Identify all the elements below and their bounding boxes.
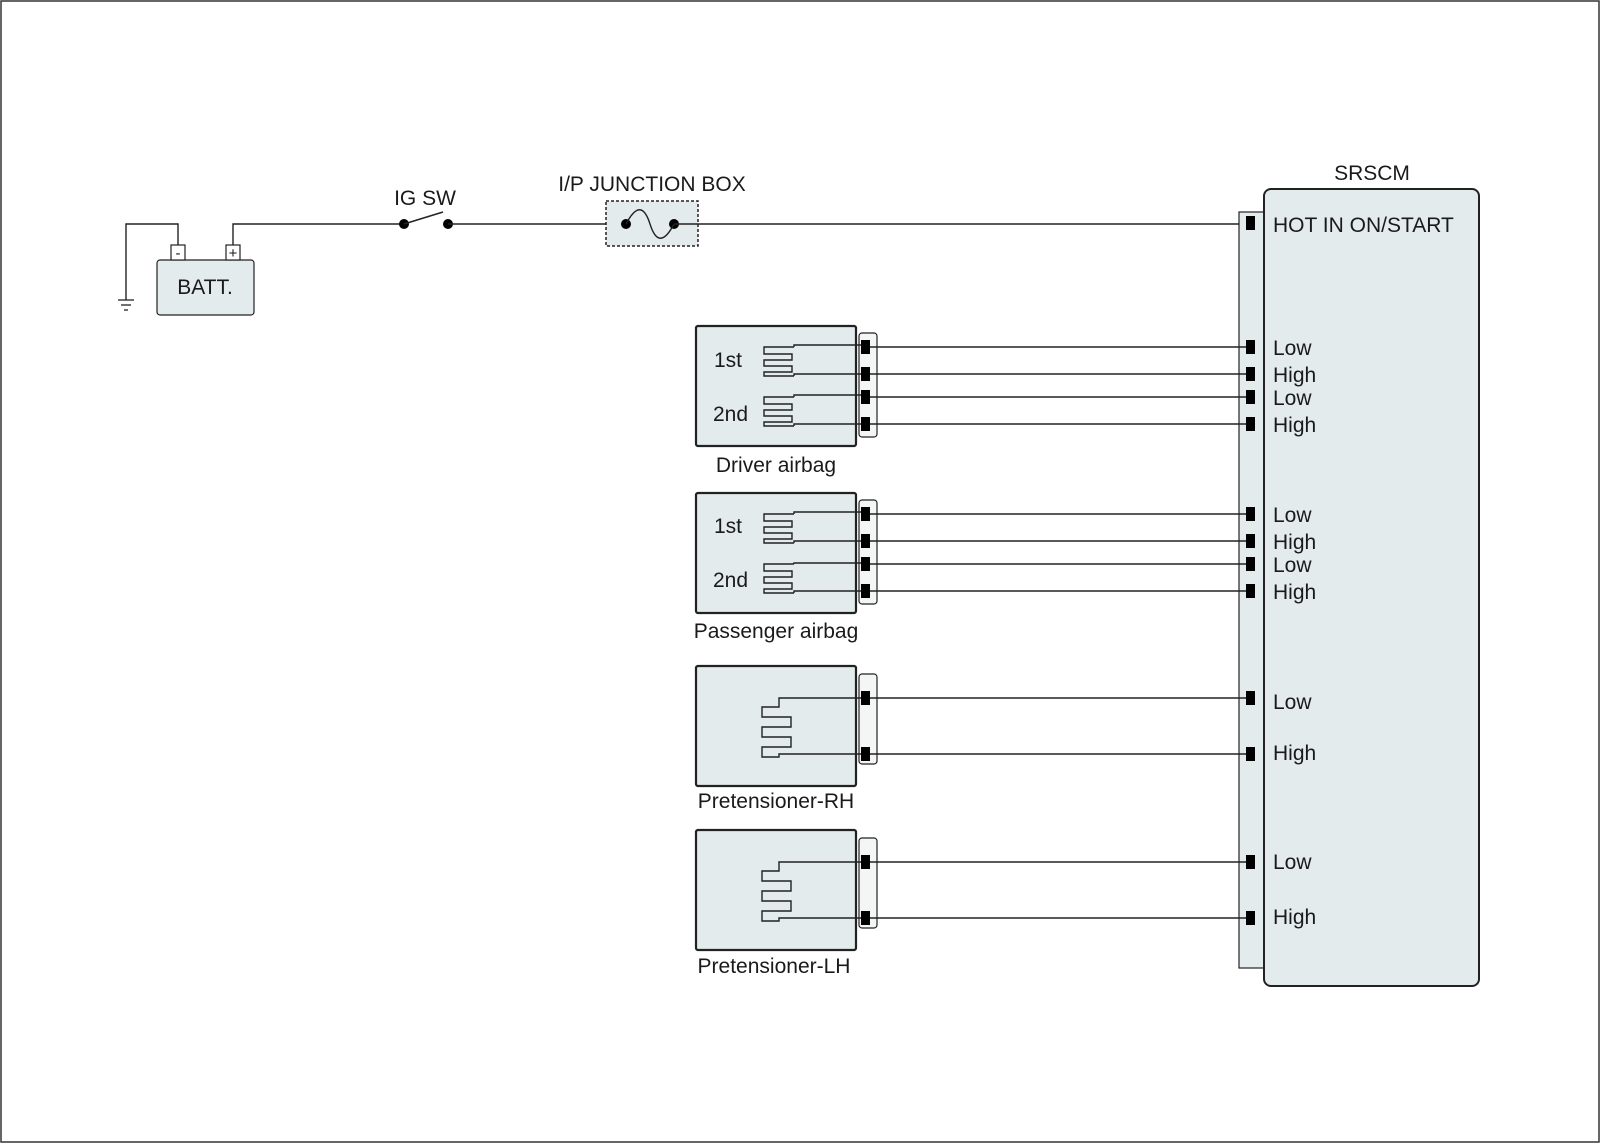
battery-body	[156, 259, 255, 316]
junction-box-label: I/P JUNCTION BOX	[558, 173, 745, 196]
srscm-pin-pretensioner-rh-2	[1246, 747, 1255, 761]
battery-minus-sign: -	[176, 245, 181, 262]
passenger-squib1-icon	[763, 513, 794, 544]
driver-airbag: 1st 2nd Driver airbag Low High Low High	[694, 324, 1316, 477]
driver-airbag-connector	[858, 332, 878, 438]
pretensioner-rh-squib-icon	[761, 697, 866, 758]
passenger-pin-1	[861, 507, 870, 521]
driver-airbag-stage1-label: 1st	[714, 349, 742, 372]
srscm-pin-label: High	[1273, 531, 1316, 554]
passenger-airbag-connector	[858, 499, 878, 605]
passenger-squib1-lead-a	[793, 511, 866, 514]
srscm-pin-label: High	[1273, 414, 1316, 437]
srscm-pin-label-hot: HOT IN ON/START	[1273, 214, 1454, 237]
ignition-switch: IG SW	[394, 187, 456, 229]
passenger-airbag-stage1-label: 1st	[714, 515, 742, 538]
pretensioner-lh-body	[694, 828, 858, 952]
ig-switch-blade	[403, 211, 444, 225]
battery-plus-sign: +	[229, 245, 238, 262]
driver-squib2-lead-b	[793, 423, 866, 426]
srscm-pin-label: High	[1273, 581, 1316, 604]
srscm-pin-passenger-4	[1246, 584, 1255, 598]
fuse-icon	[625, 209, 675, 239]
passenger-airbag: 1st 2nd Passenger airbag Low High Low Hi…	[694, 491, 1316, 643]
driver-pin-3	[861, 390, 870, 404]
pretensioner-lh-pin-2	[861, 911, 870, 925]
driver-airbag-stage2-label: 2nd	[713, 403, 748, 426]
srscm-pin-pretensioner-lh-1	[1246, 855, 1255, 869]
driver-pin-1	[861, 340, 870, 354]
srscm-pin-pretensioner-lh-2	[1246, 911, 1255, 925]
pretensioner-lh-squib-icon	[761, 861, 866, 922]
srscm-pin-pretensioner-rh-1	[1246, 691, 1255, 705]
srscm-body	[1263, 188, 1480, 987]
passenger-squib1-lead-b	[793, 540, 866, 543]
srscm-pin-label: Low	[1273, 554, 1312, 577]
srscm-pin-label: Low	[1273, 504, 1312, 527]
passenger-pin-3	[861, 557, 870, 571]
driver-squib1-lead-b	[793, 373, 866, 376]
srscm-pin-driver-1	[1246, 340, 1255, 354]
srscm-pin-label: High	[1273, 742, 1316, 765]
srscm-pin-passenger-3	[1246, 557, 1255, 571]
ig-switch-label: IG SW	[394, 187, 456, 210]
driver-airbag-caption: Driver airbag	[716, 454, 836, 477]
pretensioner-rh-caption: Pretensioner-RH	[698, 790, 854, 813]
srscm-pin-label: Low	[1273, 337, 1312, 360]
srscm-pin-label: Low	[1273, 851, 1312, 874]
srscm-pin-driver-3	[1246, 390, 1255, 404]
srscm-module: SRSCM HOT IN ON/START	[1238, 162, 1480, 987]
passenger-squib2-lead-a	[793, 562, 866, 564]
driver-pin-4	[861, 417, 870, 431]
srscm-pin-label: High	[1273, 364, 1316, 387]
srscm-pin-driver-4	[1246, 417, 1255, 431]
pretensioner-lh-caption: Pretensioner-LH	[698, 955, 851, 978]
driver-squib1-lead-a	[793, 344, 866, 347]
srscm-pin-label: Low	[1273, 691, 1312, 714]
battery: BATT. - +	[156, 244, 255, 316]
passenger-pin-2	[861, 534, 870, 548]
driver-airbag-body	[694, 324, 858, 448]
srscm-pin-label: Low	[1273, 387, 1312, 410]
pretensioner-rh-pin-1	[861, 691, 870, 705]
driver-pin-2	[861, 367, 870, 381]
battery-label: BATT.	[177, 276, 233, 299]
driver-squib2-lead-a	[793, 394, 866, 397]
passenger-squib2-lead-b	[793, 590, 866, 593]
srscm-pin-label: High	[1273, 906, 1316, 929]
pretensioner-rh: Pretensioner-RH Low High	[694, 664, 1316, 813]
junction-box: I/P JUNCTION BOX	[558, 173, 746, 247]
passenger-airbag-caption: Passenger airbag	[694, 620, 859, 643]
passenger-airbag-stage2-label: 2nd	[713, 569, 748, 592]
pretensioner-rh-pin-2	[861, 747, 870, 761]
srscm-title: SRSCM	[1334, 162, 1410, 185]
driver-squib1-icon	[763, 346, 794, 377]
pretensioner-rh-body	[694, 664, 858, 788]
ground-symbol-icon	[118, 299, 134, 311]
passenger-airbag-body	[694, 491, 858, 615]
srscm-pin-driver-2	[1246, 367, 1255, 381]
srscm-pin-hot	[1246, 216, 1255, 230]
driver-squib2-icon	[763, 396, 794, 427]
passenger-squib2-icon	[763, 563, 794, 594]
ground-wire	[125, 223, 179, 300]
passenger-pin-4	[861, 584, 870, 598]
pretensioner-lh: Pretensioner-LH Low High	[694, 828, 1316, 978]
srscm-pin-passenger-2	[1246, 534, 1255, 548]
srscm-pin-passenger-1	[1246, 507, 1255, 521]
pretensioner-lh-pin-1	[861, 855, 870, 869]
battery-to-ignition-wire	[232, 223, 404, 245]
